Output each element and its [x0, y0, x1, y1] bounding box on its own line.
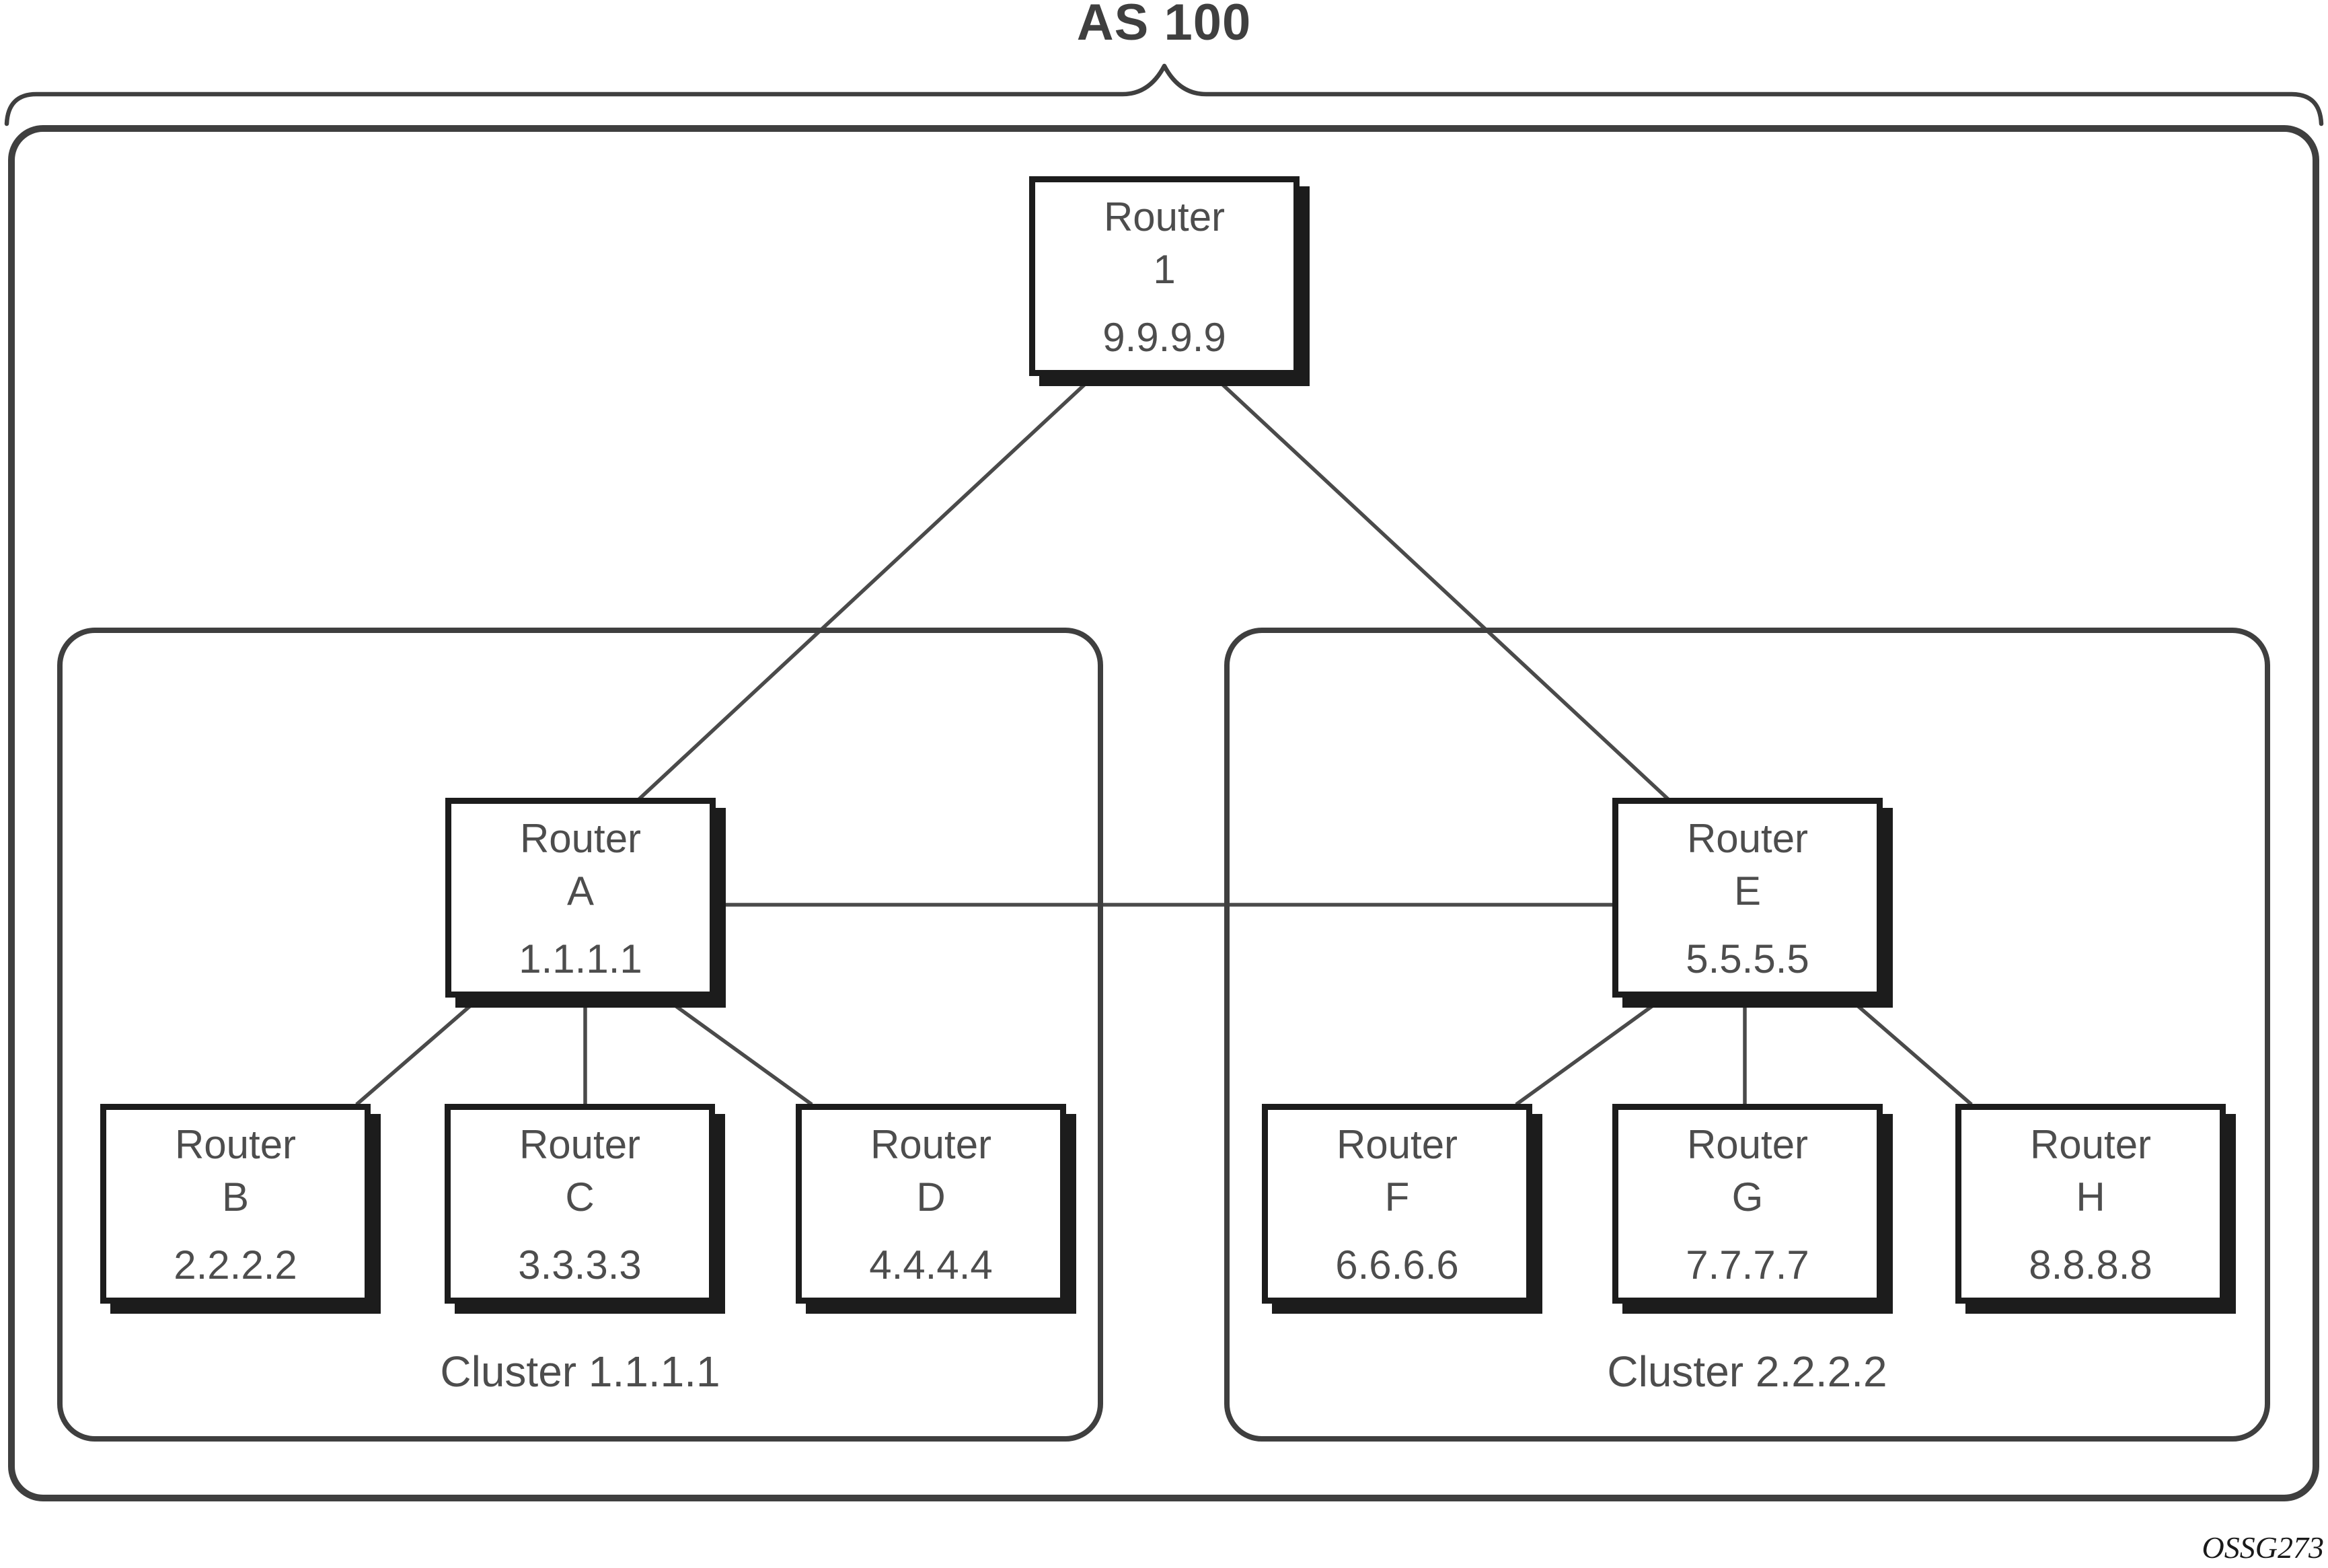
cluster-1-box [57, 628, 1103, 1442]
router-g-ip: 7.7.7.7 [1686, 1242, 1809, 1287]
router-1-type: Router [1103, 194, 1226, 239]
router-a-ip: 1.1.1.1 [519, 936, 642, 981]
cluster-1-label: Cluster 1.1.1.1 [440, 1347, 720, 1396]
router-d-type: Router [870, 1122, 992, 1167]
as-boundary-box [8, 125, 2319, 1501]
router-f-name: F [1384, 1174, 1410, 1220]
router-a-type: Router [519, 816, 642, 861]
link-router1-routerA [638, 375, 1094, 801]
router-b-ip: 2.2.2.2 [174, 1242, 297, 1287]
router-f-type: Router [1336, 1122, 1458, 1167]
as-title: AS 100 [1076, 0, 1252, 51]
router-d-name: D [916, 1174, 946, 1220]
link-routerA-routerB [355, 997, 480, 1107]
router-f-node: Router F 6.6.6.6 [1262, 1104, 1532, 1304]
router-d-ip: 4.4.4.4 [869, 1242, 993, 1287]
link-routerE-routerF [1515, 997, 1663, 1107]
router-e-ip: 5.5.5.5 [1686, 936, 1809, 981]
router-a-name: A [566, 868, 595, 913]
as-scope-brace [4, 63, 2324, 126]
router-b-name: B [221, 1174, 250, 1220]
router-h-ip: 8.8.8.8 [2029, 1242, 2152, 1287]
router-a-node: Router A 1.1.1.1 [445, 798, 716, 998]
router-c-name: C [565, 1174, 595, 1220]
router-f-ip: 6.6.6.6 [1335, 1242, 1459, 1287]
router-h-name: H [2076, 1174, 2105, 1220]
router-1-name: 1 [1153, 247, 1176, 292]
router-d-node: Router D 4.4.4.4 [796, 1104, 1066, 1304]
router-1-node: Router 1 9.9.9.9 [1029, 176, 1300, 376]
figure-code: OSSG273 [2202, 1530, 2324, 1565]
router-g-type: Router [1686, 1122, 1809, 1167]
router-c-ip: 3.3.3.3 [518, 1242, 642, 1287]
router-e-name: E [1733, 868, 1762, 913]
router-g-name: G [1731, 1174, 1764, 1220]
router-h-node: Router H 8.8.8.8 [1955, 1104, 2226, 1304]
router-e-type: Router [1686, 816, 1809, 861]
router-b-node: Router B 2.2.2.2 [100, 1104, 371, 1304]
router-e-node: Router E 5.5.5.5 [1612, 798, 1883, 998]
link-routerE-routerH [1848, 997, 1973, 1107]
router-c-type: Router [519, 1122, 641, 1167]
router-c-node: Router C 3.3.3.3 [445, 1104, 715, 1304]
cluster-2-label: Cluster 2.2.2.2 [1607, 1347, 1887, 1396]
link-router1-routerE [1213, 375, 1669, 801]
cluster-2-box [1224, 628, 2270, 1442]
router-b-type: Router [174, 1122, 297, 1167]
link-routerA-routerD [665, 997, 813, 1107]
router-h-type: Router [2029, 1122, 2152, 1167]
router-g-node: Router G 7.7.7.7 [1612, 1104, 1883, 1304]
router-1-ip: 9.9.9.9 [1102, 315, 1226, 360]
